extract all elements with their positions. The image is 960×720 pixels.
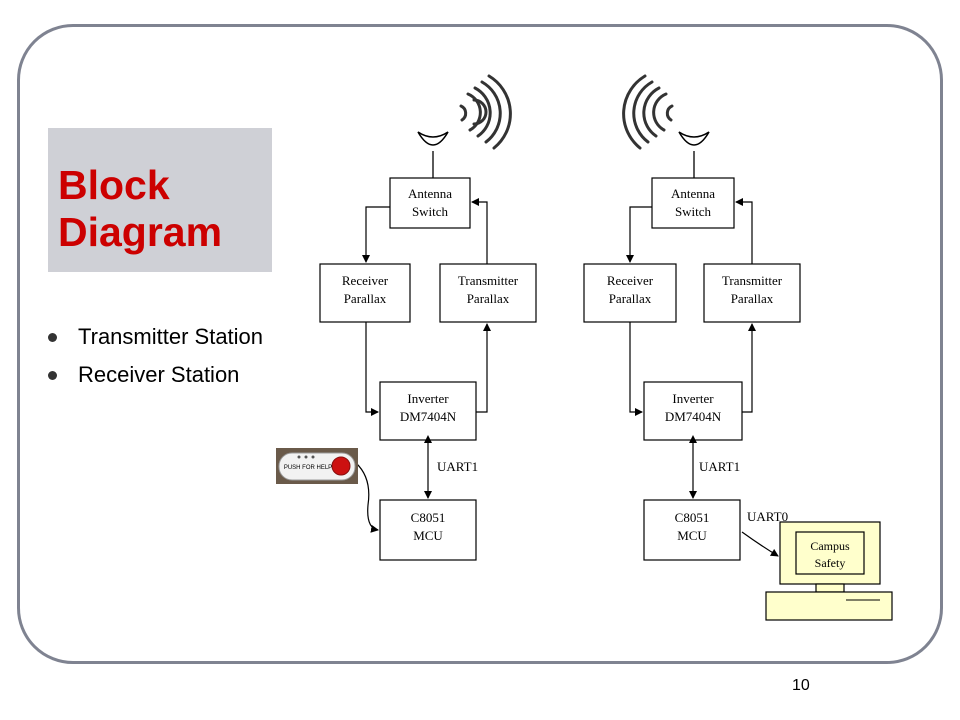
tx-uart1-label: UART1 — [437, 459, 478, 474]
tx-transmitter-line2: Parallax — [467, 291, 510, 306]
tx-mcu-block: C8051 MCU — [379, 499, 477, 561]
rx-receiver-line1: Receiver — [607, 273, 654, 288]
tx-antenna-icon — [417, 131, 449, 146]
rx-antenna-switch-block: Antenna Switch — [651, 177, 735, 229]
bullet-text: Receiver Station — [78, 362, 240, 387]
rx-receiver-line2: Parallax — [609, 291, 652, 306]
computer-screen-line1: Campus — [810, 539, 850, 553]
tx-transmitter-block: Transmitter Parallax — [439, 263, 537, 323]
push-for-help-label: PUSH FOR HELP — [284, 465, 332, 471]
tx-mcu-line2: MCU — [413, 528, 443, 543]
tx-transmitter-line1: Transmitter — [458, 273, 519, 288]
title-line-1: Block — [58, 162, 170, 208]
bullet-item: Receiver Station — [44, 356, 263, 394]
receiver-station: Antenna Switch Receiver Parallax Transmi… — [583, 74, 893, 621]
campus-safety-computer-icon: Campus Safety — [765, 521, 893, 621]
tx-receiver-line2: Parallax — [344, 291, 387, 306]
tx-antenna-switch-block: Antenna Switch — [389, 177, 471, 229]
rx-mcu-block: C8051 MCU — [643, 499, 741, 561]
rx-inverter-line2: DM7404N — [665, 409, 722, 424]
rx-antenna-icon — [678, 131, 710, 146]
bullet-list: Transmitter Station Receiver Station — [44, 318, 263, 394]
rx-transmitter-line2: Parallax — [731, 291, 774, 306]
rx-mcu-line1: C8051 — [675, 510, 710, 525]
tx-inverter-block: Inverter DM7404N — [379, 381, 477, 441]
rx-transmitter-block: Transmitter Parallax — [703, 263, 801, 323]
title-background — [48, 128, 272, 272]
rx-receiver-block: Receiver Parallax — [583, 263, 677, 323]
bullet-dot-icon — [48, 371, 57, 380]
tx-antenna-switch-line2: Switch — [412, 204, 449, 219]
rx-uart1-label: UART1 — [699, 459, 740, 474]
rx-transmitter-line1: Transmitter — [722, 273, 783, 288]
tx-connectors — [355, 198, 491, 533]
rx-inverter-block: Inverter DM7404N — [643, 381, 743, 441]
rx-radio-waves-icon — [622, 74, 674, 150]
tx-inverter-line2: DM7404N — [400, 409, 457, 424]
rx-inverter-line1: Inverter — [672, 391, 714, 406]
tx-receiver-block: Receiver Parallax — [319, 263, 411, 323]
rx-antenna-switch-line1: Antenna — [671, 186, 715, 201]
tx-radio-waves-icon — [459, 74, 512, 150]
rx-antenna-switch-line2: Switch — [675, 204, 712, 219]
bullet-text: Transmitter Station — [78, 324, 264, 349]
tx-antenna-switch-line1: Antenna — [408, 186, 452, 201]
slide-title: Block Diagram — [58, 162, 278, 256]
bullet-dot-icon — [48, 333, 57, 342]
title-line-2: Diagram — [58, 209, 223, 255]
bullet-item: Transmitter Station — [44, 318, 263, 356]
push-for-help-button-icon: PUSH FOR HELP — [276, 448, 358, 484]
tx-receiver-line1: Receiver — [342, 273, 389, 288]
computer-screen-line2: Safety — [815, 556, 846, 570]
rx-connectors — [626, 198, 779, 557]
tx-inverter-line1: Inverter — [407, 391, 449, 406]
transmitter-station: Antenna Switch Receiver Parallax Transmi… — [276, 74, 537, 561]
rx-uart0-label: UART0 — [747, 509, 788, 524]
rx-mcu-line2: MCU — [677, 528, 707, 543]
tx-mcu-line1: C8051 — [411, 510, 446, 525]
page-number: 10 — [792, 677, 810, 694]
